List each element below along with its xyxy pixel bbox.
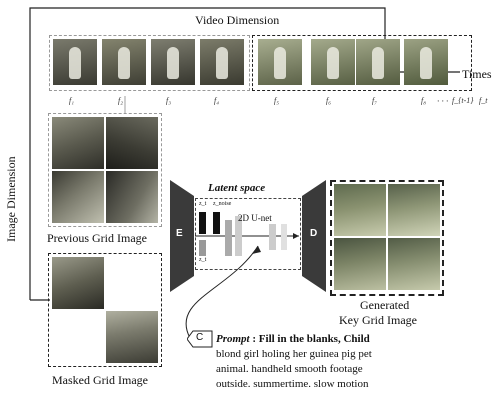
frame-label-7: f₇ [372,96,378,105]
unet-label: 2D U-net [238,213,272,223]
latent-space-label: Latent space [208,182,266,194]
video-frame-3 [151,39,195,85]
video-frame-8 [404,39,448,85]
latent-space-box [195,198,301,270]
z-noise-label: z_noise [213,201,232,207]
masked-cell-1 [52,257,104,309]
frame-ellipsis: · · · [437,96,449,106]
frame-label-1: f₁ [69,96,75,105]
masked-grid-image [48,253,162,367]
frames-group-1 [49,35,250,91]
frame-label-10: f_t [479,96,488,105]
frame-label-6: f₆ [326,96,332,105]
prompt-bold2: Child [340,333,370,345]
frame-label-8: f₈ [421,96,427,105]
grid-cell-1 [52,117,104,169]
times-label: Times [460,67,493,82]
previous-grid-label: Previous Grid Image [47,231,147,245]
gen-cell-2 [388,184,440,236]
frame-subject [118,47,130,79]
condition-tag [187,330,213,348]
frame-label-2: f₂ [118,96,124,105]
frame-subject [69,47,81,79]
masked-grid-label: Masked Grid Image [52,373,148,387]
frame-label-5: f₅ [274,96,280,105]
grid-cell-2 [106,117,158,169]
masked-cell-3 [52,311,104,363]
frame-subject [372,47,384,79]
zt-label-top: z_t [199,201,207,207]
grid-cell-3 [52,171,104,223]
prompt-bold: Fill in the blanks, [258,333,341,345]
frame-subject [216,47,228,79]
masked-cell-4 [106,311,158,363]
gen-cell-1 [334,184,386,236]
frame-subject [327,47,339,79]
video-frame-4 [200,39,244,85]
frame-label-9: f_{t-1} [452,96,474,105]
decoder-label: D [310,228,318,239]
video-frame-7 [356,39,400,85]
image-dimension-label: Image Dimension [4,156,18,242]
gen-cell-4 [388,238,440,290]
frame-subject [274,47,286,79]
generated-key-grid-image [330,180,444,296]
frame-subject [167,47,179,79]
frames-group-2 [252,35,472,91]
grid-cell-4 [106,171,158,223]
zt-label-bottom: z_t [199,257,207,263]
video-frame-6 [311,39,355,85]
video-frame-2 [102,39,146,85]
video-frame-5 [258,39,302,85]
latent-network [195,212,299,256]
video-dimension-label: Video Dimension [195,13,280,27]
frame-subject [420,47,432,79]
encoder-label: E [176,228,183,239]
frame-label-4: f₄ [214,96,220,105]
prompt-head: Prompt [216,333,250,345]
generated-label-line2: Key Grid Image [339,313,417,327]
frame-label-3: f₃ [166,96,172,105]
masked-cell-2 [106,257,158,309]
prompt-line2: blond girl holing her guinea pig pet [216,348,372,360]
condition-label: C [196,332,204,343]
prompt-colon: : [249,333,259,345]
prompt-line4: outside. summertime. slow motion [216,378,369,390]
gen-cell-3 [334,238,386,290]
prompt-line3: animal. handheld smooth footage [216,363,363,375]
prompt-text: Prompt : Fill in the blanks, Child blond… [216,332,486,392]
generated-label-line1: Generated [360,298,410,312]
video-frame-1 [53,39,97,85]
previous-grid-image [48,113,162,227]
encoder-block [170,180,194,292]
decoder-block [302,180,326,292]
